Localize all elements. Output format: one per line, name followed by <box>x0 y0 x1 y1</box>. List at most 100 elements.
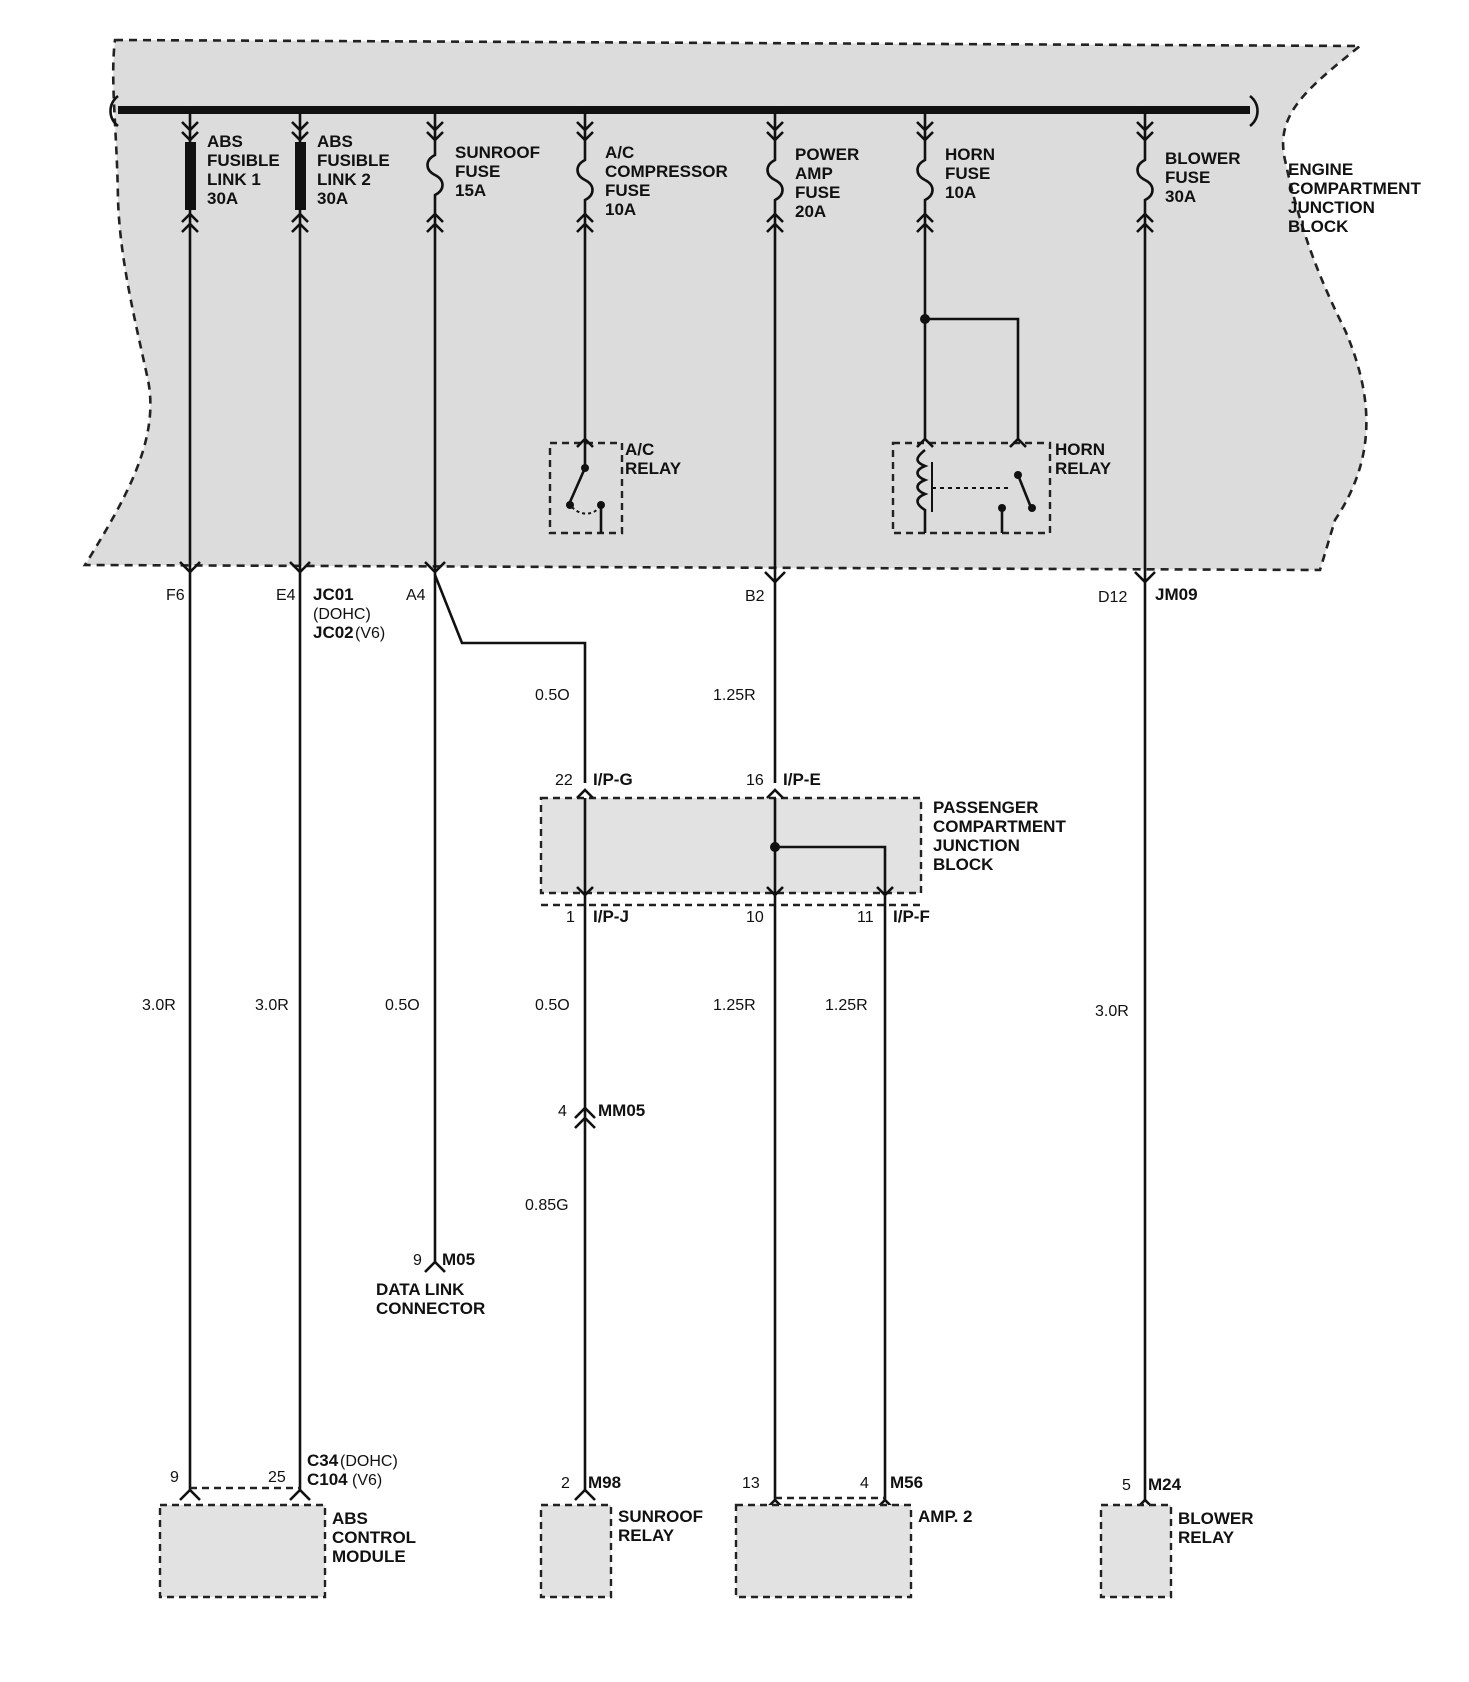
fuse-label: FUSE <box>605 181 650 200</box>
wire-amp-a: 1.25R <box>713 895 777 1500</box>
connector-m98: M98 <box>588 1473 621 1492</box>
fuse-label: 30A <box>317 189 348 208</box>
wire-abs-1: 3.0R <box>142 572 192 1490</box>
dlc-label: CONNECTOR <box>376 1299 485 1318</box>
abs-module-label: ABS <box>332 1509 368 1528</box>
pin-4: 4 <box>558 1103 567 1120</box>
engine-block-label: COMPARTMENT <box>1288 179 1421 198</box>
connector-ipg: I/P-G <box>593 770 633 789</box>
sunroof-relay-label: SUNROOF <box>618 1507 703 1526</box>
connector-m05: M05 <box>442 1250 475 1269</box>
fuse-label: FUSE <box>1165 168 1210 187</box>
passenger-block-label: BLOCK <box>933 855 994 874</box>
fuse-label: ABS <box>207 132 243 151</box>
pin-d12: D12 <box>1098 589 1127 606</box>
connector-ipe: I/P-E <box>783 770 821 789</box>
connector-c104-note: (V6) <box>352 1472 382 1489</box>
wire-amp-upper: 1.25R <box>713 582 777 783</box>
pin-25: 25 <box>268 1469 286 1486</box>
wire-sunroof-upper: 0.5O <box>433 574 587 783</box>
dlc-label: DATA LINK <box>376 1280 465 1299</box>
fuse-horn: HORN FUSE 10A <box>916 110 1020 440</box>
wire-size-label: 3.0R <box>1095 1003 1129 1020</box>
pin-1: 1 <box>566 909 575 926</box>
passenger-block-label: COMPARTMENT <box>933 817 1066 836</box>
connector-m24: M24 <box>1148 1475 1182 1494</box>
connector-mm05: MM05 <box>598 1101 645 1120</box>
fuse-label: HORN <box>945 145 995 164</box>
fuse-label: 30A <box>1165 187 1196 206</box>
pin-e4: E4 <box>276 587 296 604</box>
wire-amp-b: 1.25R <box>825 895 887 1500</box>
pin-22: 22 <box>555 772 573 789</box>
bus-bar-right-end <box>1249 94 1259 128</box>
fuse-sunroof: SUNROOF FUSE 15A <box>424 110 540 574</box>
engine-block-label: ENGINE <box>1288 160 1353 179</box>
connector-ipf: I/P-F <box>893 907 930 926</box>
pin-2: 2 <box>561 1475 570 1492</box>
fuse-label: COMPRESSOR <box>605 162 728 181</box>
fuse-label: BLOWER <box>1165 149 1241 168</box>
pin-9: 9 <box>170 1469 179 1486</box>
engine-compartment-junction-block <box>82 38 1368 572</box>
fuse-label: FUSE <box>455 162 500 181</box>
fuse-abs-link-2: ABS FUSIBLE LINK 2 30A <box>289 110 390 574</box>
fuse-label: 15A <box>455 181 486 200</box>
fuse-ac-compressor: A/C COMPRESSOR FUSE 10A <box>576 110 728 465</box>
fuse-label: 20A <box>795 202 826 221</box>
bus-bar-left-end <box>109 94 119 128</box>
fuse-power-amp: POWER AMP FUSE 20A <box>764 110 859 584</box>
wire-size-label: 3.0R <box>142 997 176 1014</box>
pin-11: 11 <box>857 909 874 926</box>
blower-relay: 5 M24 BLOWER RELAY <box>1099 1475 1254 1599</box>
wire-size-label: 0.5O <box>535 687 570 704</box>
wire-size-label: 3.0R <box>255 997 289 1014</box>
amp-label: AMP. 2 <box>918 1507 973 1526</box>
pin-16: 16 <box>746 772 764 789</box>
connector-jc02: JC02 <box>313 623 354 642</box>
fuse-label: SUNROOF <box>455 143 540 162</box>
fuse-label: 10A <box>945 183 976 202</box>
sunroof-relay-label: RELAY <box>618 1526 675 1545</box>
fuse-label: 10A <box>605 200 636 219</box>
passenger-block-label: JUNCTION <box>933 836 1020 855</box>
wire-size-label: 0.85G <box>525 1197 569 1214</box>
pin-13: 13 <box>742 1475 760 1492</box>
pin-b2: B2 <box>745 588 765 605</box>
wire-abs-2: 3.0R <box>255 572 302 1490</box>
blower-relay-label: BLOWER <box>1178 1509 1254 1528</box>
ac-relay-label: RELAY <box>625 459 682 478</box>
passenger-block-label: PASSENGER <box>933 798 1039 817</box>
fuse-blower: BLOWER FUSE 30A <box>1134 110 1241 584</box>
pin-10: 10 <box>746 909 764 926</box>
fuse-label: AMP <box>795 164 833 183</box>
blower-relay-label: RELAY <box>1178 1528 1235 1547</box>
fuse-label: ABS <box>317 132 353 151</box>
pin-9: 9 <box>413 1252 422 1269</box>
connector-c34: C34 <box>307 1451 339 1470</box>
wire-size-label: 0.5O <box>535 997 570 1014</box>
connector-jc01-note: (DOHC) <box>313 606 371 623</box>
horn-relay: HORN RELAY <box>891 437 1112 535</box>
pin-f6: F6 <box>166 587 185 604</box>
fuse-label: POWER <box>795 145 859 164</box>
connector-ipj: I/P-J <box>593 907 629 926</box>
wire-size-label: 1.25R <box>713 687 756 704</box>
wire-size-label: 1.25R <box>713 997 756 1014</box>
pin-4: 4 <box>860 1475 869 1492</box>
passenger-junction-block: PASSENGER COMPARTMENT JUNCTION BLOCK 22 … <box>539 770 1066 926</box>
pin-a4: A4 <box>406 587 426 604</box>
fuse-label: FUSIBLE <box>207 151 280 170</box>
amp-2: 13 4 M56 AMP. 2 <box>734 1473 973 1599</box>
fuse-abs-link-1: ABS FUSIBLE LINK 1 30A <box>179 110 280 574</box>
fuse-label: A/C <box>605 143 634 162</box>
wire-size-label: 1.25R <box>825 997 868 1014</box>
connector-c34-note: (DOHC) <box>340 1453 398 1470</box>
abs-module-label: CONTROL <box>332 1528 416 1547</box>
wire-blower: 3.0R <box>1095 582 1147 1500</box>
ac-relay-label: A/C <box>625 440 654 459</box>
connector-jc02-note: (V6) <box>355 625 385 642</box>
fuse-label: 30A <box>207 189 238 208</box>
